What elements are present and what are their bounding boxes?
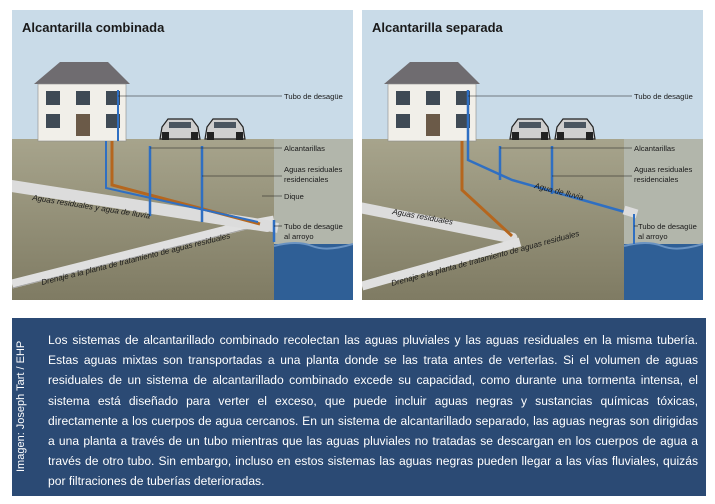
image-credit-text: Imagen: Joseph Tart / EHP	[15, 340, 27, 472]
diagram-title: Alcantarilla separada	[372, 20, 504, 35]
creek-water	[624, 244, 703, 300]
label-outfall-line1: Tubo de desagüe	[638, 222, 697, 231]
embankment	[274, 139, 353, 260]
label-downspout: Tubo de desagüe	[634, 92, 693, 101]
label-outfall-line1: Tubo de desagüe	[284, 222, 343, 231]
label-sewers: Alcantarillas	[284, 144, 325, 153]
treatment-drain-pipe	[362, 237, 522, 291]
label-residential-line1: Aguas residuales	[284, 165, 342, 174]
storm-outlet	[622, 205, 639, 219]
label-downspout: Tubo de desagüe	[284, 92, 343, 101]
leader-lines	[468, 95, 638, 227]
sewage-pipe	[460, 141, 514, 238]
dike-outlet	[266, 221, 279, 233]
combined-main-pipe	[12, 180, 273, 232]
creek-water	[274, 244, 353, 300]
label-sewers: Alcantarillas	[634, 144, 675, 153]
car-1	[159, 118, 201, 140]
car-1	[509, 118, 551, 140]
image-credit: Imagen: Joseph Tart / EHP	[12, 318, 34, 496]
diagram-title: Alcantarilla combinada	[22, 20, 165, 35]
label-outfall-line2: al arroyo	[638, 232, 668, 241]
water-wave	[623, 242, 703, 250]
label-dike: Dique	[284, 192, 304, 201]
storm-pipe	[466, 90, 633, 216]
caption-panel: Imagen: Joseph Tart / EHP Los sistemas d…	[12, 318, 706, 496]
leader-lines	[118, 95, 282, 227]
car-2	[204, 118, 246, 140]
label-residential-line1: Aguas residuales	[634, 165, 692, 174]
label-residential-line2: residenciales	[284, 175, 329, 184]
caption-text: Los sistemas de alcantarillado combinado…	[48, 333, 698, 489]
house	[34, 62, 130, 142]
embankment	[624, 139, 703, 260]
combined-sewer-illustration: Alcantarilla combinada Tubo de desagüe A…	[12, 10, 353, 300]
label-residential-line2: residenciales	[634, 175, 679, 184]
label-outfall-line2: al arroyo	[284, 232, 314, 241]
car-2	[554, 118, 596, 140]
sanitary-main-pipe	[362, 202, 518, 244]
storm-lateral-house	[105, 141, 259, 223]
separate-sewer-diagram: Alcantarilla separada Tubo de desagüe Al…	[362, 10, 703, 300]
combined-sewer-diagram: Alcantarilla combinada Tubo de desagüe A…	[12, 10, 353, 300]
house	[384, 62, 480, 142]
water-wave	[273, 242, 353, 250]
separate-sewer-illustration: Alcantarilla separada Tubo de desagüe Al…	[362, 10, 703, 300]
